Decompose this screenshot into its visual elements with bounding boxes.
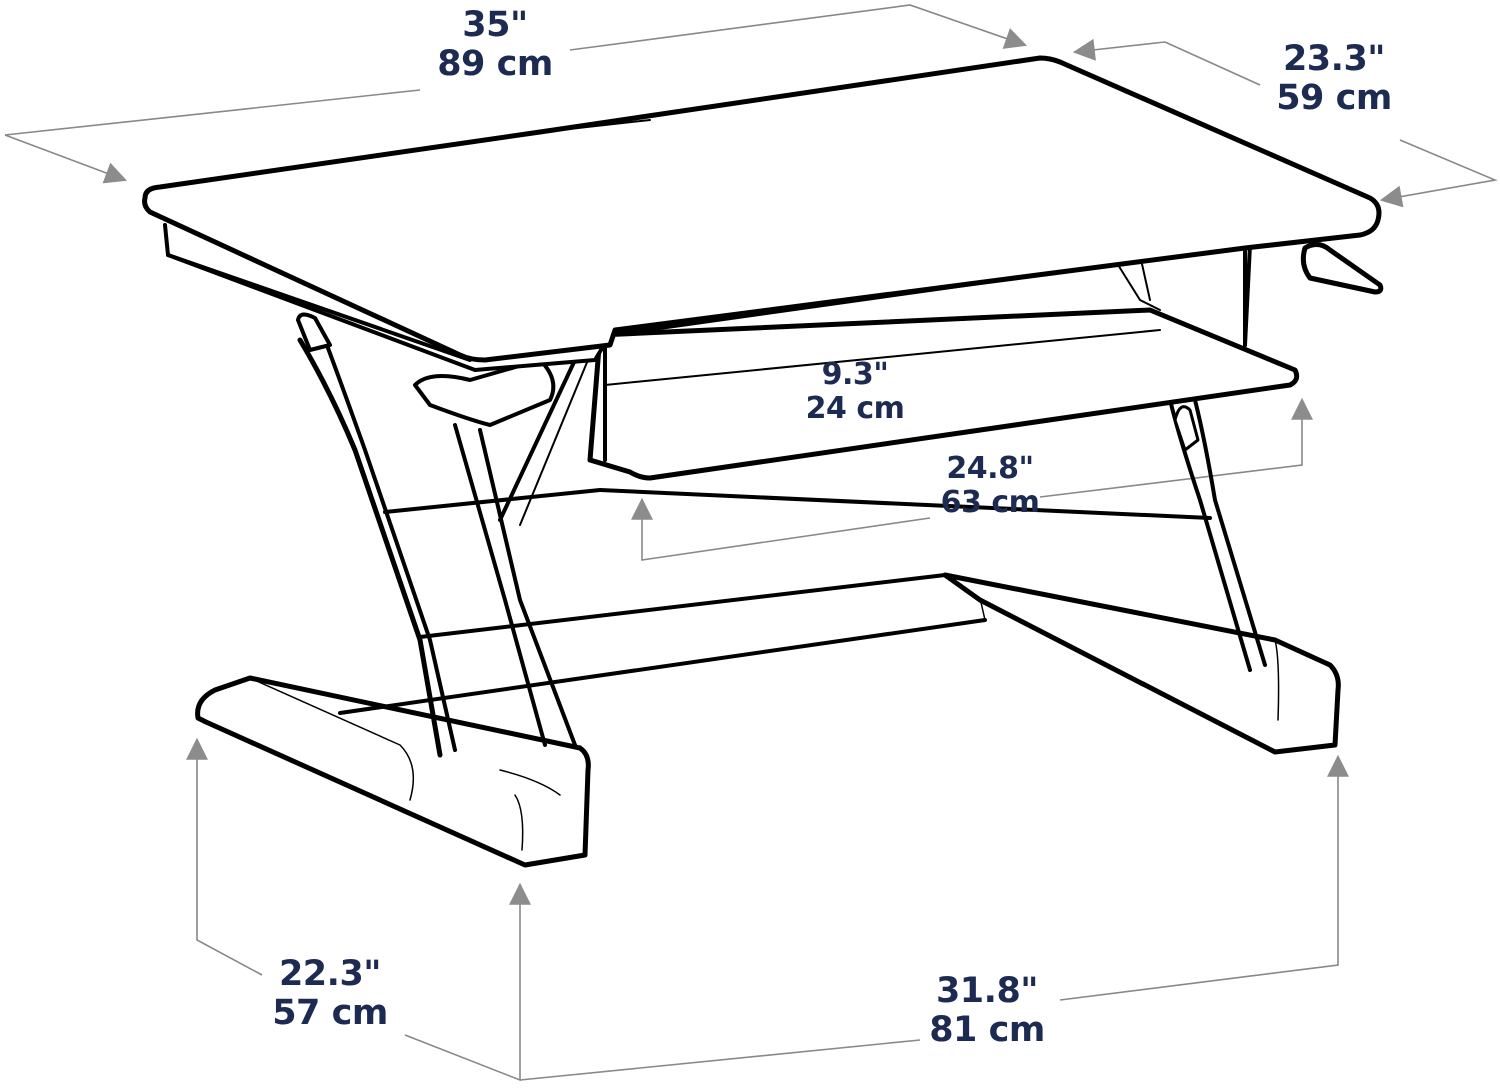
dim-top-depth-lines xyxy=(1072,38,1498,208)
desk-outline xyxy=(142,55,1384,868)
base-width-cm: 81 cm xyxy=(929,1010,1045,1051)
label-keyboard-depth: 9.3" 24 cm xyxy=(790,358,920,425)
handle-left xyxy=(413,358,556,427)
label-top-width: 35" 89 cm xyxy=(420,5,570,85)
top-depth-inches: 23.3" xyxy=(1282,39,1386,79)
label-keyboard-width: 24.8" 63 cm xyxy=(925,452,1055,519)
keyboard-width-inches: 24.8" xyxy=(946,451,1034,486)
base-right-foot xyxy=(942,572,1341,755)
left-leg-outer xyxy=(297,337,443,758)
base-width-inches: 31.8" xyxy=(935,971,1039,1011)
label-top-depth: 23.3" 59 cm xyxy=(1258,39,1410,119)
top-depth-cm: 59 cm xyxy=(1276,78,1392,119)
base-left-foot xyxy=(195,675,591,868)
label-base-depth: 22.3" 57 cm xyxy=(255,954,405,1034)
base-depth-inches: 22.3" xyxy=(278,954,382,994)
label-base-width: 31.8" 81 cm xyxy=(912,971,1062,1051)
handle-right xyxy=(1300,242,1384,295)
left-leg-cross xyxy=(453,423,547,747)
dim-top-width-lines xyxy=(4,4,1028,184)
base-depth-cm: 57 cm xyxy=(272,993,388,1034)
top-width-cm: 89 cm xyxy=(437,44,553,85)
left-hinge xyxy=(296,312,332,352)
keyboard-width-cm: 63 cm xyxy=(940,484,1040,520)
dimension-lines xyxy=(4,4,1498,1082)
dim-base-depth-lines xyxy=(186,737,263,976)
desktop-surface xyxy=(142,55,1382,363)
dim-keyboard-width-lines xyxy=(631,397,1313,561)
keyboard-tray xyxy=(587,307,1300,481)
keyboard-depth-inches: 9.3" xyxy=(821,357,889,392)
dim-base-width-lines xyxy=(404,754,1349,1082)
keyboard-depth-cm: 24 cm xyxy=(805,390,905,426)
top-width-inches: 35" xyxy=(462,5,528,45)
